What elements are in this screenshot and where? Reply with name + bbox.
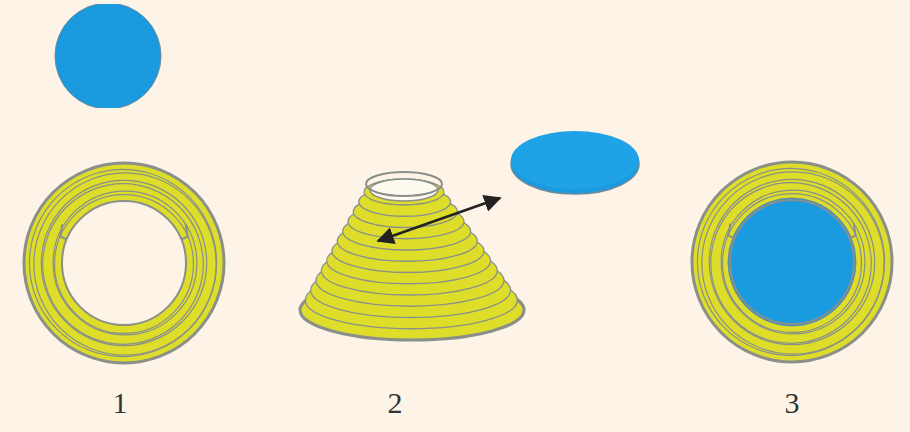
winding xyxy=(711,183,872,344)
winding xyxy=(723,194,862,333)
cone-opening xyxy=(370,179,438,201)
spiral-cone xyxy=(300,172,524,340)
winding xyxy=(53,191,197,335)
notch xyxy=(728,223,734,238)
panel-number: 2 xyxy=(388,386,403,420)
spiral-ring xyxy=(24,163,224,363)
winding xyxy=(43,184,204,345)
winding xyxy=(41,180,206,345)
ring-edge xyxy=(692,162,892,362)
ring-body xyxy=(711,181,873,343)
panel-number: 3 xyxy=(785,386,800,420)
double-arrow xyxy=(378,198,500,241)
spiral-ring xyxy=(692,162,892,362)
notch xyxy=(60,224,66,239)
winding xyxy=(709,179,874,344)
cone-rim xyxy=(366,172,442,196)
ring-inner xyxy=(730,200,854,324)
ring-edge xyxy=(24,163,224,363)
blue-disc xyxy=(728,198,856,326)
notch xyxy=(850,223,856,238)
winding xyxy=(721,190,865,334)
winding xyxy=(702,172,884,354)
notch xyxy=(182,224,188,239)
winding xyxy=(29,169,216,356)
ring-inner xyxy=(62,201,186,325)
winding xyxy=(34,173,216,355)
blue-disc xyxy=(55,4,161,108)
winding xyxy=(697,168,884,355)
blue-disc-top xyxy=(511,131,639,189)
panel-number: 1 xyxy=(113,386,128,420)
winding xyxy=(55,195,194,334)
ring-body xyxy=(43,182,205,344)
